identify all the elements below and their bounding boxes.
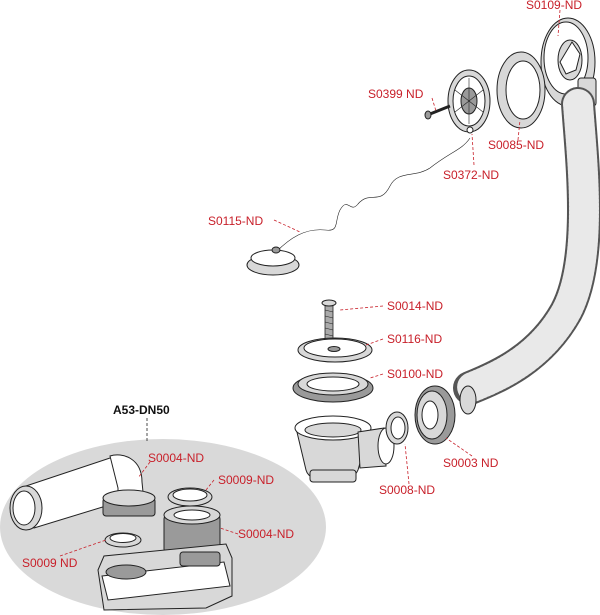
- label-s0003: S0003 ND: [443, 456, 499, 470]
- label-s0100: S0100-ND: [387, 367, 443, 381]
- nut-part: [414, 385, 456, 445]
- label-kit-s0004-top: S0004-ND: [148, 451, 204, 465]
- plug-stopper-part: [246, 246, 300, 276]
- kit-ring-left-part: [104, 532, 142, 548]
- leader-lines: [59, 9, 561, 557]
- chain-part: [275, 137, 471, 253]
- label-kit-s0004-bottom: S0004-ND: [238, 527, 294, 541]
- label-s0372: S0372-ND: [443, 168, 499, 182]
- overflow-head-part: [540, 17, 597, 107]
- label-kit-title: A53-DN50: [113, 403, 170, 417]
- label-kit-s0009-right: S0009-ND: [218, 473, 274, 487]
- label-s0008: S0008-ND: [379, 483, 435, 497]
- label-s0014: S0014-ND: [387, 299, 443, 313]
- part-labels: S0109-ND S0399 ND S0085-ND S0372-ND S011…: [22, 0, 582, 570]
- kit-trap-base-part: [97, 543, 233, 611]
- overflow-plate-part: [447, 69, 491, 134]
- kit-nut-bottom-part: [163, 505, 221, 554]
- drain-screw-part: [321, 299, 337, 343]
- drain-body-part: [294, 415, 395, 483]
- screw-part: [424, 104, 451, 120]
- label-s0085: S0085-ND: [488, 138, 544, 152]
- gasket-part: [496, 51, 546, 129]
- label-s0109: S0109-ND: [526, 0, 582, 12]
- drain-flange-part: [292, 372, 374, 403]
- drain-grate-part: [297, 337, 373, 363]
- label-s0115: S0115-ND: [208, 214, 263, 228]
- label-s0116: S0116-ND: [387, 332, 442, 346]
- kit-ring-right-part: [167, 487, 213, 507]
- kit-nut-top-part: [102, 489, 156, 517]
- seal-ring-part: [385, 411, 409, 445]
- label-s0399: S0399 ND: [368, 87, 424, 101]
- label-kit-s0009-left: S0009 ND: [22, 556, 78, 570]
- flexible-hose-part: [453, 87, 600, 415]
